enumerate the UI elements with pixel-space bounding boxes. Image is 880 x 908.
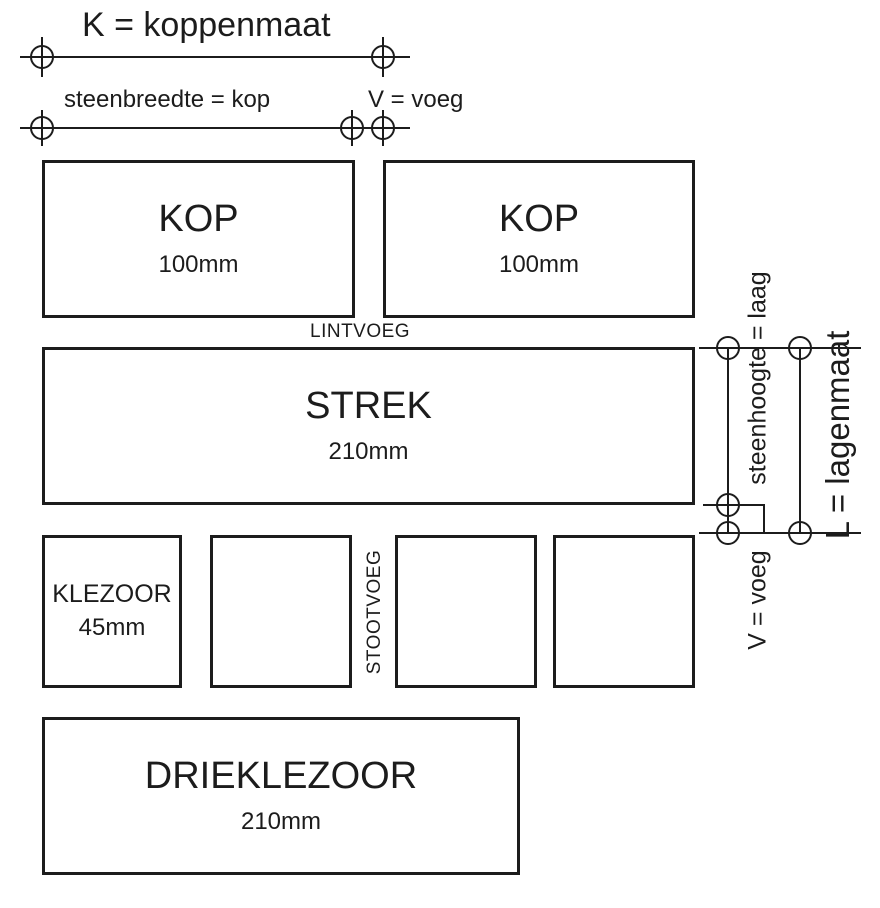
dim-marker-icon: [716, 493, 740, 517]
steenbreedte-dim-line: [20, 127, 410, 129]
dim-marker-icon: [371, 116, 395, 140]
steenhoogte-dim-line: [727, 347, 729, 534]
blank-brick-1: [210, 535, 352, 688]
kop-brick-1-label: KOP: [158, 198, 239, 241]
dim-marker-icon: [716, 336, 740, 360]
dim-marker-icon: [371, 45, 395, 69]
lintvoeg-label: LINTVOEG: [310, 321, 411, 342]
dim-marker-icon: [340, 116, 364, 140]
klezoor-brick-label: KLEZOOR: [52, 579, 172, 608]
kop-brick-2: KOP 100mm: [383, 160, 695, 318]
lagenmaat-dim-line: [799, 347, 801, 534]
koppenmaat-dim-line: [20, 56, 410, 58]
dim-marker-icon: [30, 45, 54, 69]
kop-brick-1-size: 100mm: [158, 250, 239, 278]
blank-brick-3: [553, 535, 695, 688]
lagenmaat-top-dim-line: [699, 347, 861, 349]
drieklezoor-brick-size: 210mm: [240, 807, 322, 835]
strek-brick: STREK 210mm: [42, 347, 695, 505]
steenhoogte-label: steenhoogte = laag: [743, 271, 772, 485]
dim-marker-icon: [30, 116, 54, 140]
kop-brick-2-size: 100mm: [498, 250, 580, 278]
dim-step-line: [763, 504, 765, 534]
strek-brick-size: 210mm: [328, 437, 409, 465]
lagenmaat-label: L = lagenmaat: [819, 330, 856, 540]
kop-brick-2-label: KOP: [498, 198, 580, 241]
voeg-right-label: V = voeg: [743, 550, 772, 650]
klezoor-brick: KLEZOOR 45mm: [42, 535, 182, 688]
drieklezoor-brick: DRIEKLEZOOR 210mm: [42, 717, 520, 875]
klezoor-brick-size: 45mm: [78, 614, 146, 642]
blank-brick-2: [395, 535, 537, 688]
kop-brick-1: KOP 100mm: [42, 160, 355, 318]
steenbreedte-label: steenbreedte = kop: [64, 86, 271, 113]
dim-marker-icon: [788, 336, 812, 360]
stootvoeg-label: STOOTVOEG: [364, 549, 385, 675]
voeg-top-label: V = voeg: [368, 86, 464, 113]
drieklezoor-brick-label: DRIEKLEZOOR: [144, 755, 418, 798]
voeg-dim-line: [699, 532, 861, 534]
koppenmaat-label: K = koppenmaat: [82, 6, 331, 44]
dim-marker-icon: [788, 521, 812, 545]
dim-marker-icon: [716, 521, 740, 545]
strek-brick-label: STREK: [305, 385, 432, 428]
